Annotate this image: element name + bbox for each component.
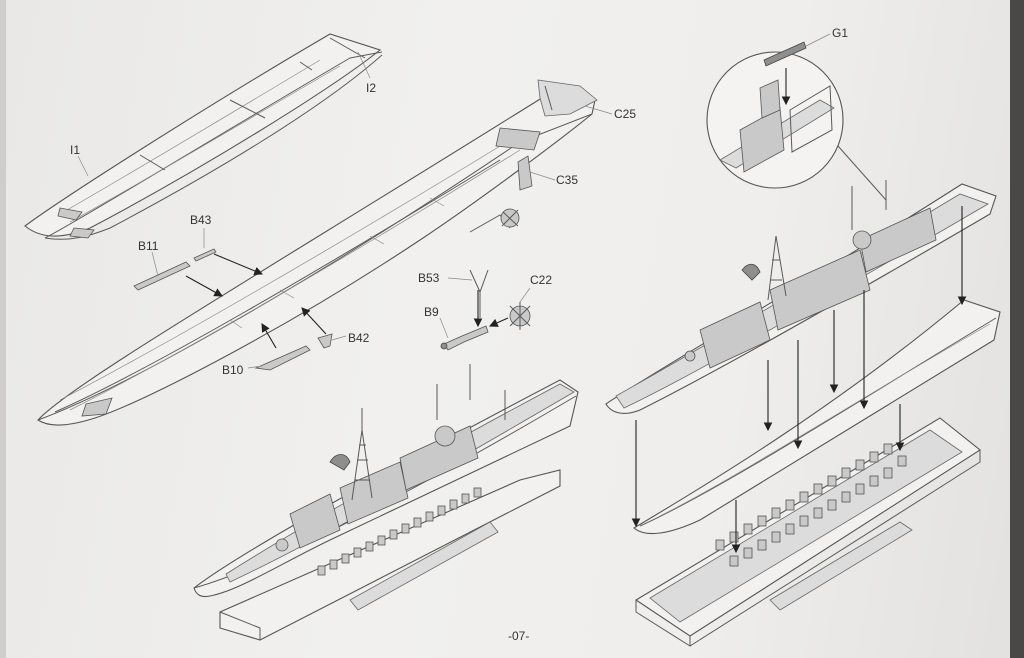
label-g1: G1: [832, 26, 848, 40]
label-b43: B43: [190, 213, 212, 227]
part-b42-b10: [254, 307, 333, 371]
label-c35: C35: [556, 173, 578, 187]
part-labels: I1 I2 C25 C35 B43 B11 B53 C22 B9 B42 B10…: [70, 26, 848, 643]
assembly-arrows-right: [631, 206, 967, 554]
part-b11-b43: [133, 248, 264, 297]
assembled-ship-right: [605, 180, 997, 414]
label-leaders: [77, 33, 831, 369]
detail-callout-g1: [706, 41, 887, 201]
hull-part-i-group: [24, 33, 383, 240]
right-lower-hull: [633, 299, 1001, 535]
label-b9: B9: [424, 305, 439, 319]
label-i2: I2: [366, 81, 376, 95]
page-number: -07-: [508, 629, 529, 643]
lower-hull-group: [37, 79, 598, 426]
label-b42: B42: [348, 331, 370, 345]
label-b11: B11: [138, 239, 159, 253]
label-b53: B53: [418, 271, 440, 285]
label-c22: C22: [530, 273, 552, 287]
label-i1: I1: [70, 143, 80, 157]
page-right-edge: [1010, 0, 1024, 658]
page-left-edge: [0, 0, 6, 658]
part-b53-b9-c22: [440, 269, 531, 351]
assembled-ship-left: [193, 364, 579, 641]
right-stand: [634, 417, 981, 647]
label-b10: B10: [222, 363, 244, 377]
label-c25: C25: [614, 107, 636, 121]
